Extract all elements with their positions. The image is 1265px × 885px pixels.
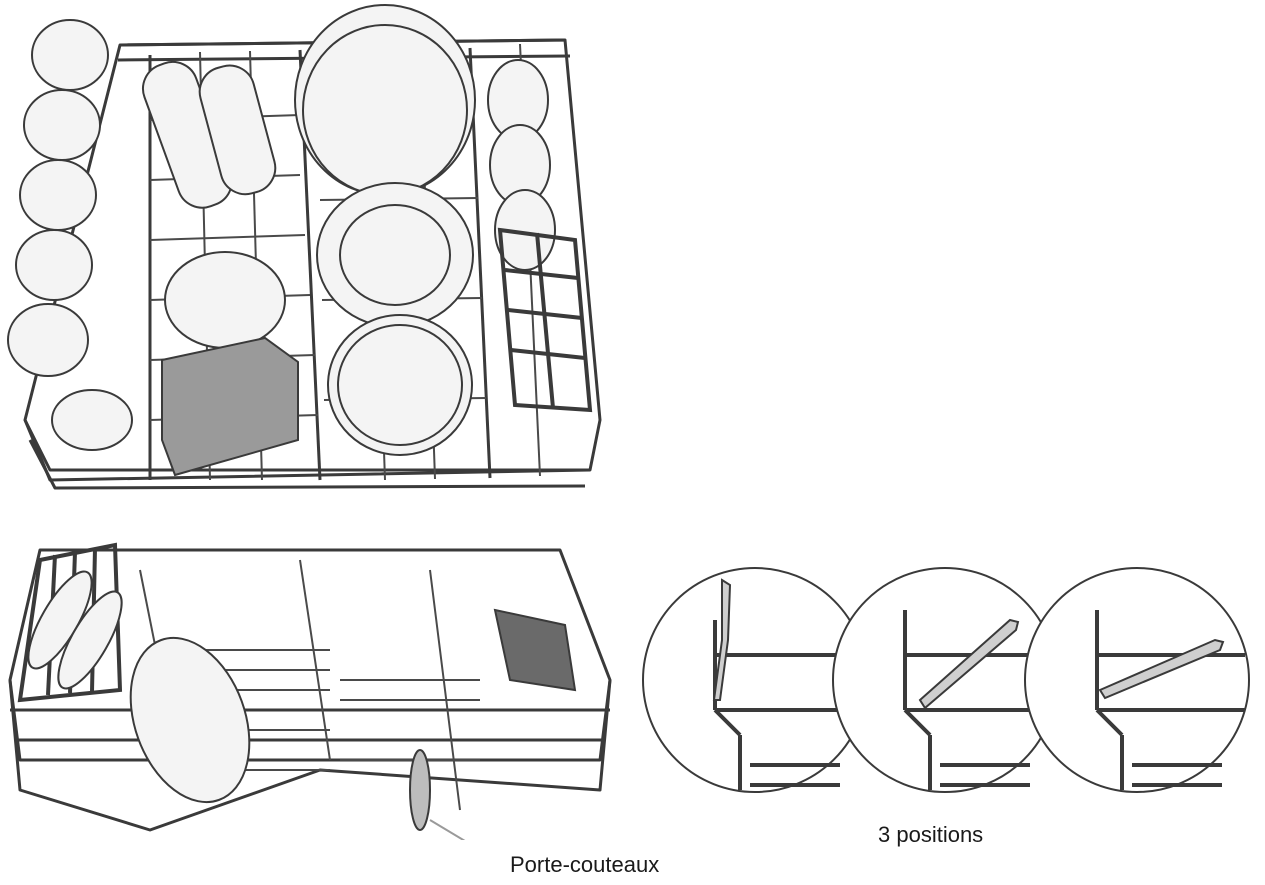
container-box xyxy=(161,336,299,477)
lower-rack-wires xyxy=(139,559,480,811)
upper-rack-illustration xyxy=(0,0,620,500)
detail-view-3 xyxy=(1024,567,1250,793)
detail-views xyxy=(640,560,1265,810)
detail-views-svg xyxy=(642,567,1250,793)
cups-left xyxy=(7,19,133,451)
lower-rack-svg xyxy=(8,542,612,840)
detail-view-1 xyxy=(642,567,868,793)
glasses-center xyxy=(142,60,286,349)
upper-rack-svg xyxy=(7,4,602,490)
tine-upright xyxy=(712,578,732,701)
right-tines xyxy=(493,608,577,692)
knife-holder-part xyxy=(409,749,431,831)
knife-holder-label: Porte-couteaux xyxy=(510,852,660,877)
plates-stack xyxy=(294,4,476,456)
positions-label: 3 positions xyxy=(878,822,984,847)
detail-view-2 xyxy=(832,567,1058,793)
tine-flat xyxy=(1098,638,1225,700)
glasses-right xyxy=(487,59,556,271)
knife-holder-leader xyxy=(429,819,466,840)
fold-down-shelf xyxy=(497,227,593,413)
lower-rack-illustration xyxy=(0,530,620,840)
tine-angled xyxy=(918,618,1020,710)
lower-rack-frame xyxy=(8,548,612,832)
plates-lower xyxy=(27,570,251,804)
